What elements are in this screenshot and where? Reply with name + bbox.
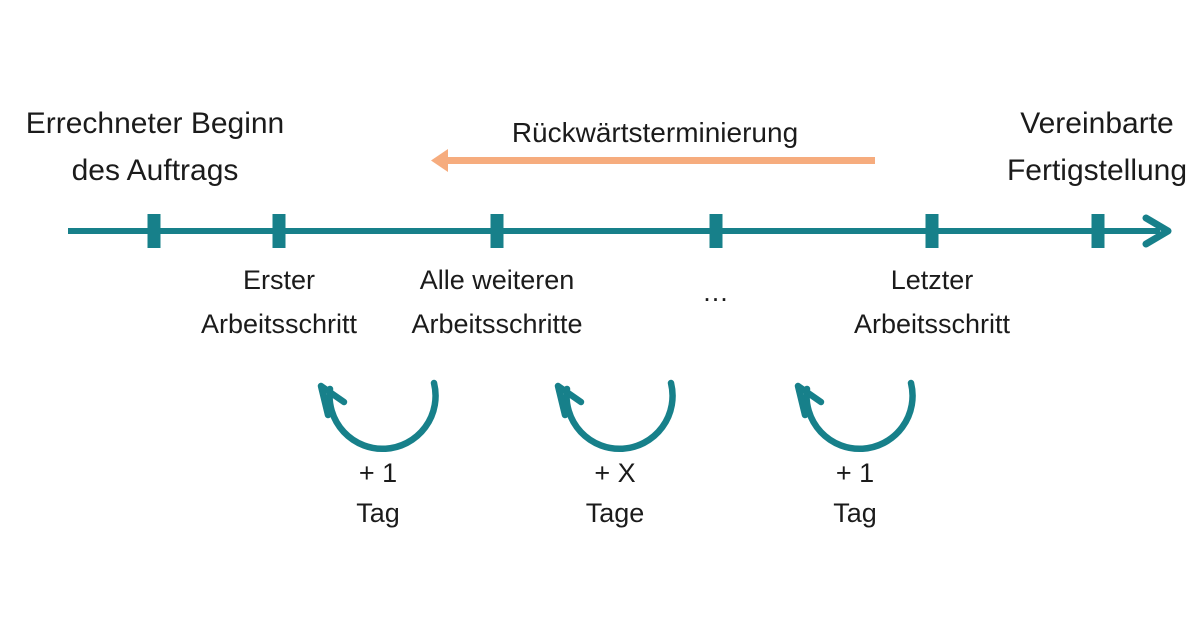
loop-arrowhead [554, 382, 585, 419]
loop-label-3-line2: Tag [833, 498, 877, 528]
loop-label-3: + 1 Tag [775, 453, 935, 533]
loop-label-1-line1: + 1 [358, 458, 398, 488]
loop-arrow-1 [317, 379, 439, 453]
loop-arrow-arc [563, 379, 676, 453]
step-last-line2: Arbeitsschritt [853, 309, 1011, 339]
agreed-completion-line1: Vereinbarte [1020, 107, 1174, 140]
agreed-completion-label: Vereinbarte Fertigstellung [942, 100, 1200, 194]
loop-label-2-line2: Tage [585, 498, 645, 528]
backward-arrow [431, 149, 875, 172]
step-further-line2: Arbeitsschritte [411, 309, 583, 339]
timeline-arrowhead [1142, 214, 1172, 248]
tick-mark [925, 214, 939, 248]
tick-mark [709, 214, 723, 248]
backward-scheduling-label: Rückwärtsterminierung [511, 117, 799, 148]
loop-arrow-arc [803, 379, 916, 453]
tick-mark [490, 214, 504, 248]
loop-arrow-3 [794, 379, 916, 453]
tick-mark [272, 214, 286, 248]
loop-label-2-line1: + X [594, 458, 636, 488]
tick-mark [147, 214, 161, 248]
calculated-start-label: Errechneter Beginn des Auftrags [0, 100, 315, 194]
backward-arrowhead [431, 149, 448, 172]
step-label-last: Letzter Arbeitsschritt [812, 258, 1052, 346]
calculated-start-line1: Errechneter Beginn [25, 107, 285, 140]
loop-arrowhead [794, 382, 825, 419]
loop-label-1: + 1 Tag [298, 453, 458, 533]
step-label-first: Erster Arbeitsschritt [159, 258, 399, 346]
tick-mark [1091, 214, 1105, 248]
step-first-line1: Erster [242, 265, 315, 295]
agreed-completion-line2: Fertigstellung [1006, 154, 1188, 187]
step-label-ellipsis: ... [703, 277, 729, 307]
step-label-further: Alle weiteren Arbeitsschritte [377, 258, 617, 346]
loop-arrow-2 [554, 379, 676, 453]
step-first-line2: Arbeitsschritt [200, 309, 358, 339]
step-further-line1: Alle weiteren [419, 265, 575, 295]
loop-label-2: + X Tage [535, 453, 695, 533]
loop-arrowhead [317, 382, 348, 419]
loop-label-3-line1: + 1 [835, 458, 875, 488]
timeline-axis [68, 214, 1172, 248]
step-last-line1: Letzter [890, 265, 974, 295]
loop-label-1-line2: Tag [356, 498, 400, 528]
loop-arrow-arc [326, 379, 439, 453]
calculated-start-line2: des Auftrags [71, 154, 239, 187]
